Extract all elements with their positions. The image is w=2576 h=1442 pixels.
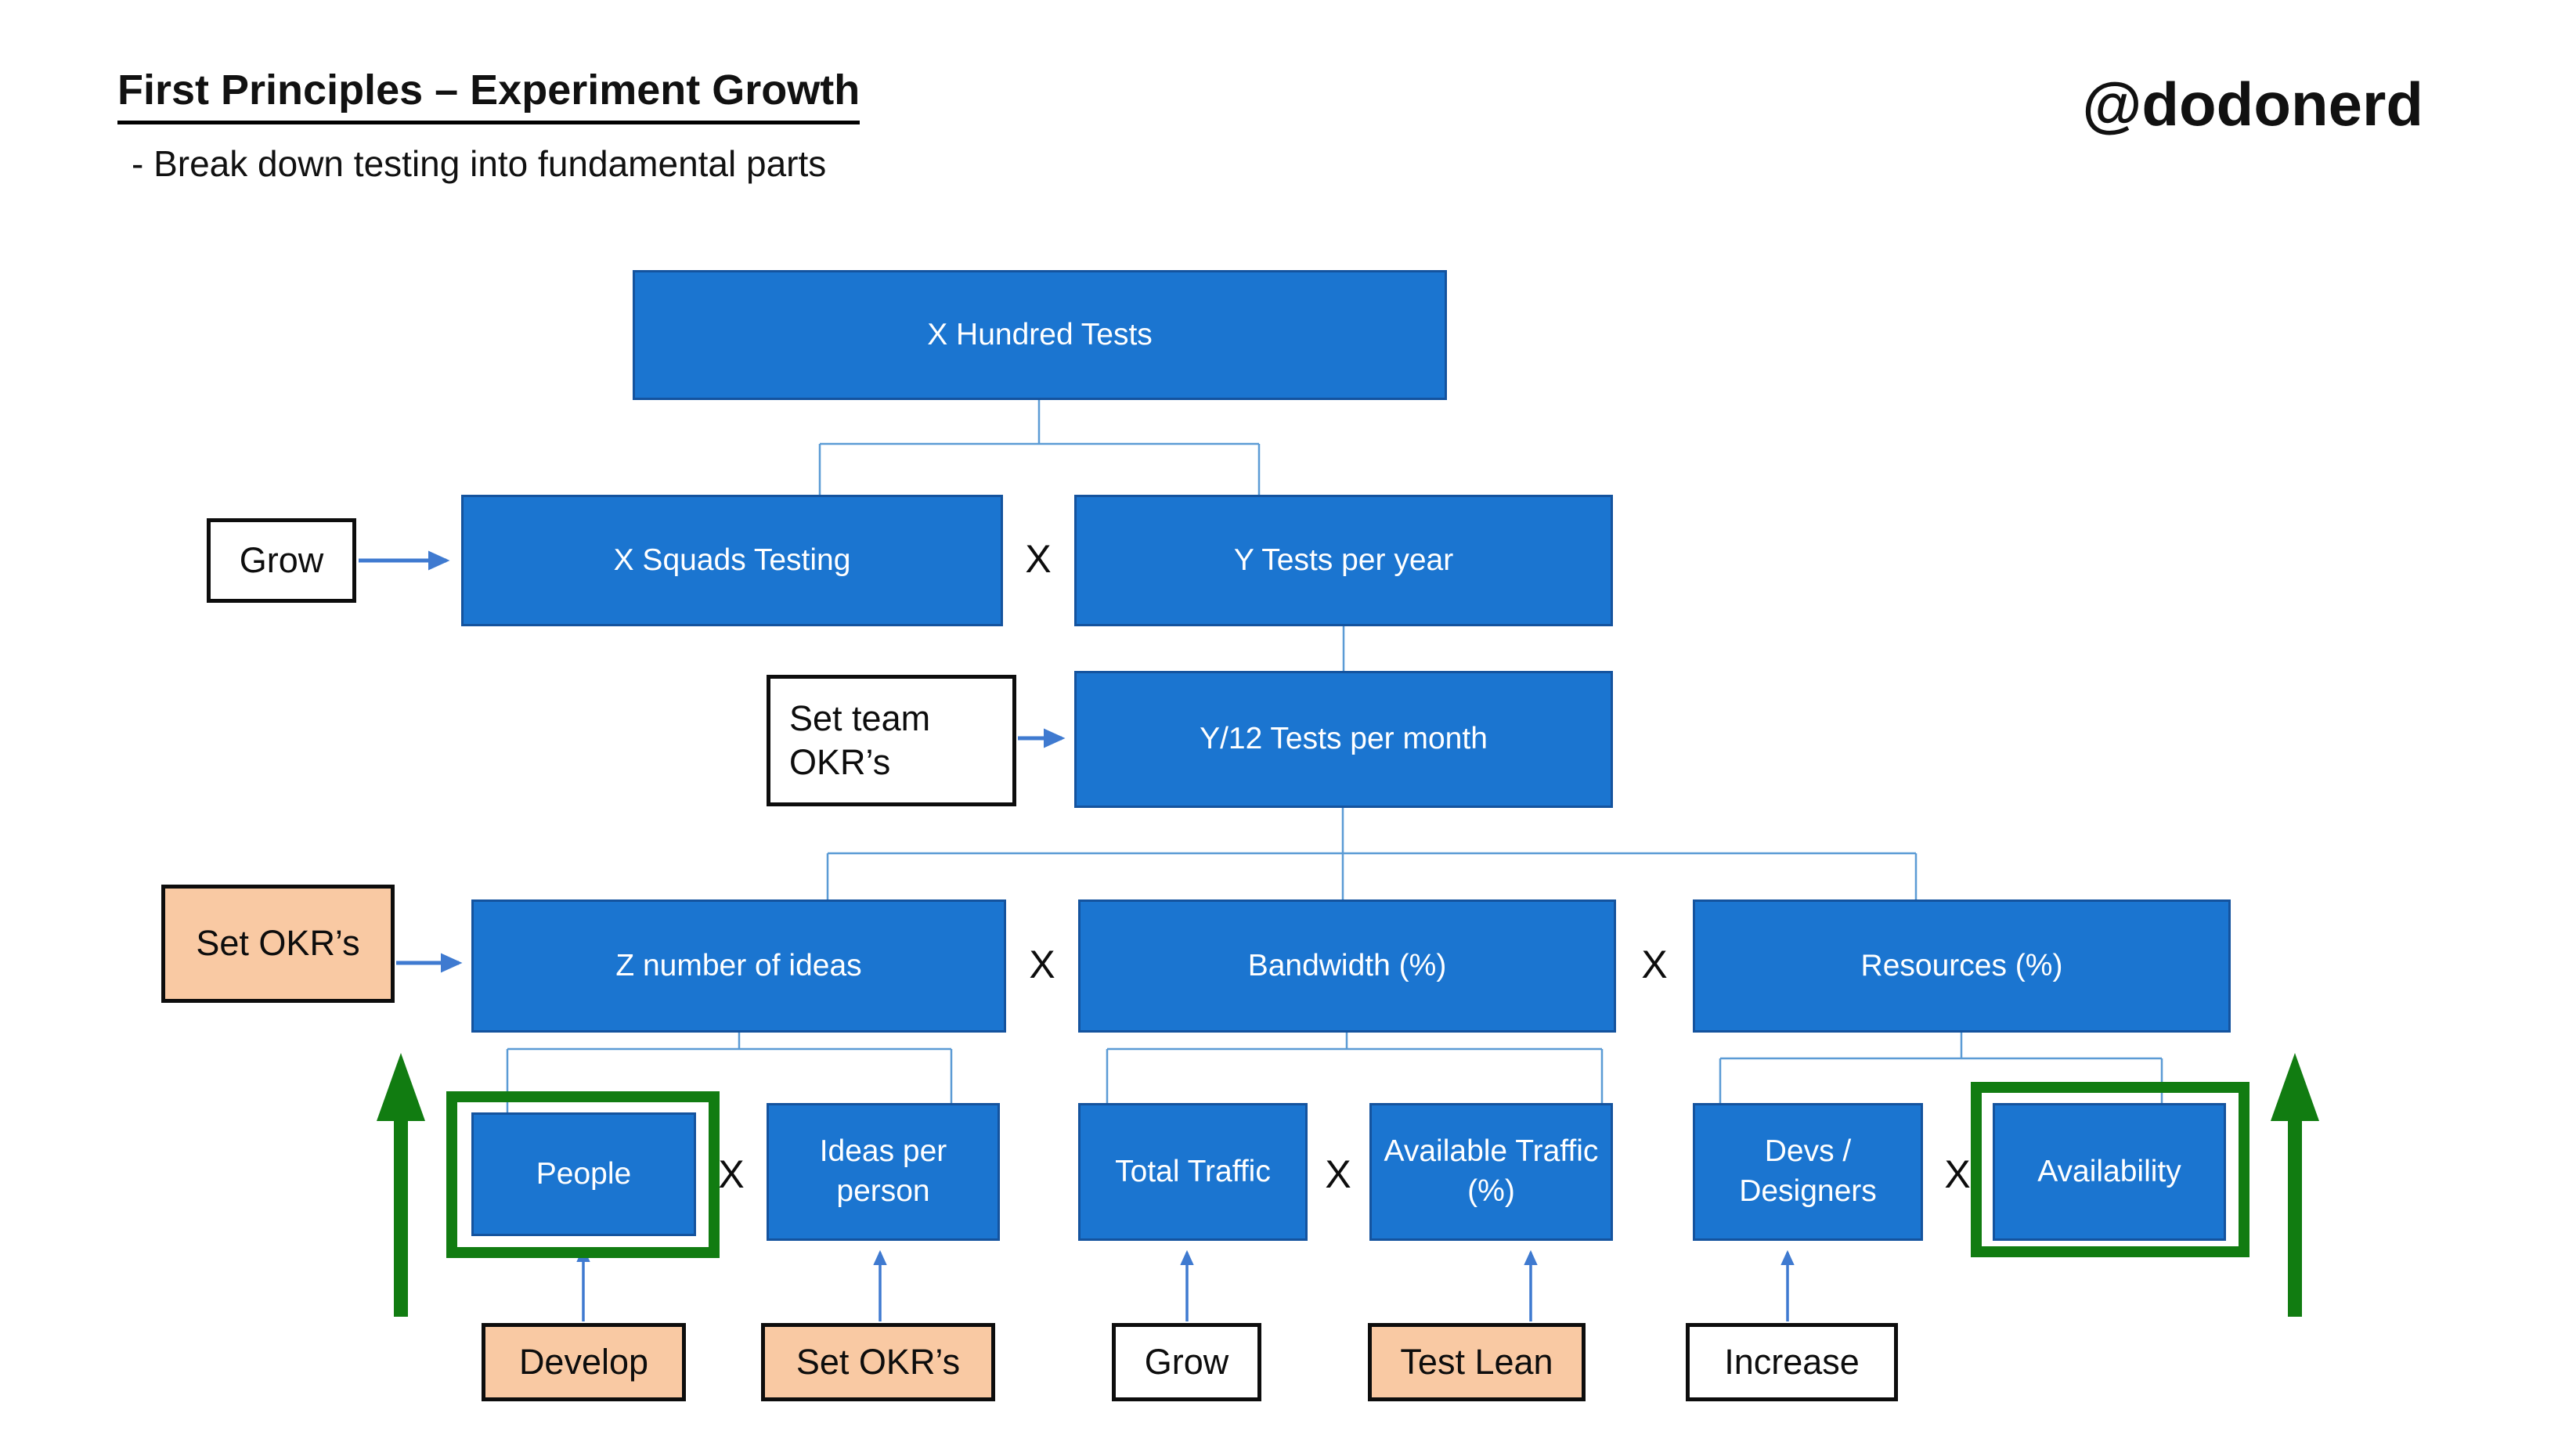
- node-bandwidth: Bandwidth (%): [1078, 899, 1616, 1033]
- action-grow-squads: Grow: [207, 518, 356, 603]
- page-subtitle: - Break down testing into fundamental pa…: [132, 143, 827, 184]
- node-z-number-of-ideas: Z number of ideas: [471, 899, 1006, 1033]
- highlight-people-box: [446, 1091, 720, 1258]
- growth-arrow-left-icon: [377, 1053, 425, 1317]
- node-devs-designers: Devs / Designers: [1693, 1103, 1923, 1241]
- action-set-okrs-person: Set OKR’s: [761, 1323, 995, 1401]
- node-y12-tests-per-month: Y/12 Tests per month: [1074, 671, 1613, 808]
- multiply-operator-level4-b: X: [1641, 943, 1668, 986]
- multiply-operator-level2: X: [1025, 537, 1052, 581]
- action-increase: Increase: [1686, 1323, 1898, 1401]
- multiply-operator-level5-b: X: [1325, 1152, 1351, 1196]
- growth-arrow-right-icon: [2271, 1053, 2319, 1317]
- connector-bandwidth-children: [1106, 1033, 1604, 1103]
- node-x-hundred-tests: X Hundred Tests: [633, 270, 1447, 400]
- multiply-operator-level5-a: X: [718, 1152, 745, 1196]
- page-title: First Principles – Experiment Growth: [117, 66, 860, 124]
- node-total-traffic: Total Traffic: [1078, 1103, 1308, 1241]
- node-ideas-per-person: Ideas per person: [767, 1103, 1000, 1241]
- action-develop: Develop: [482, 1323, 686, 1401]
- multiply-operator-level4-a: X: [1029, 943, 1055, 986]
- action-set-okrs-ideas: Set OKR’s: [161, 885, 395, 1003]
- node-people: People: [471, 1112, 696, 1236]
- connector-month-to-level4: [826, 808, 1918, 899]
- node-y-tests-per-year: Y Tests per year: [1074, 495, 1613, 626]
- highlight-availability-box: [1971, 1082, 2249, 1257]
- connector-root-to-level2: [818, 400, 1261, 495]
- node-availability: Availability: [1993, 1103, 2226, 1241]
- action-grow-traffic: Grow: [1112, 1323, 1261, 1401]
- connector-resources-children: [1719, 1033, 2163, 1103]
- action-test-lean: Test Lean: [1368, 1323, 1586, 1401]
- action-set-team-okrs: Set team OKR’s: [767, 675, 1016, 806]
- node-x-squads-testing: X Squads Testing: [461, 495, 1003, 626]
- connector-ideas-children: [506, 1033, 953, 1112]
- multiply-operator-level5-c: X: [1944, 1152, 1971, 1196]
- author-handle: @dodonerd: [2082, 70, 2423, 139]
- node-available-traffic: Available Traffic (%): [1369, 1103, 1613, 1241]
- node-resources: Resources (%): [1693, 899, 2231, 1033]
